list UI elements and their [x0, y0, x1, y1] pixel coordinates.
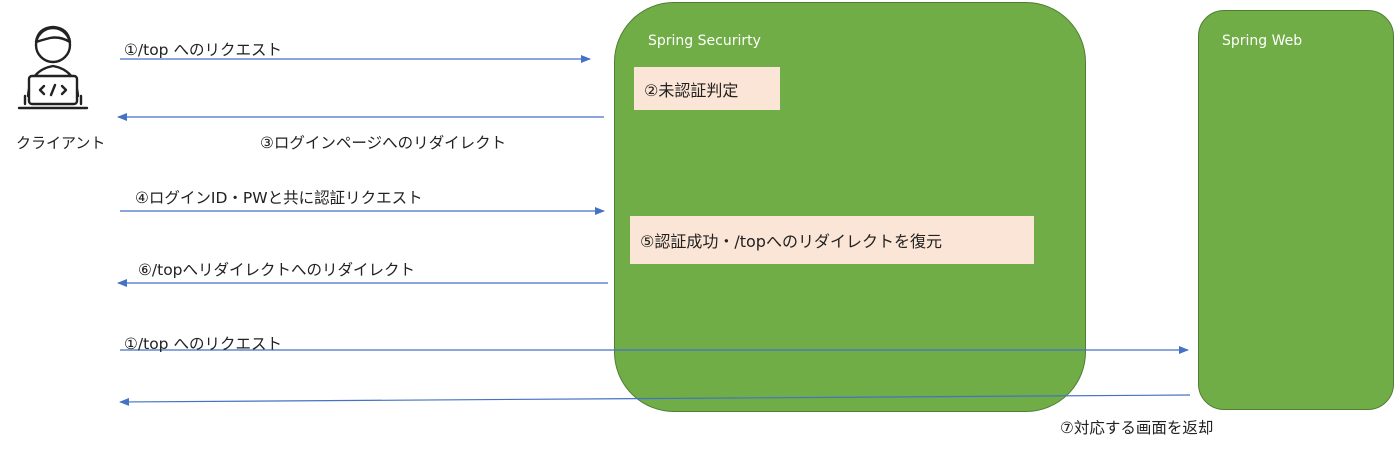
arrow-return-screen: [119, 394, 1191, 406]
label-auth-request: ④ログインID・PWと共に認証リクエスト: [135, 189, 423, 207]
spring-web-box: [1198, 10, 1394, 410]
label-request-top: ①/top へのリクエスト: [124, 41, 282, 59]
label-redirect-login: ③ログインページへのリダイレクト: [260, 134, 507, 152]
developer-laptop-icon: [17, 25, 89, 110]
note-unauthenticated-check: ②未認証判定: [634, 67, 780, 110]
label-return-screen: ⑦対応する画面を返却: [1060, 419, 1214, 437]
spring-web-title: Spring Web: [1222, 33, 1303, 49]
client-label: クライアント: [16, 134, 106, 152]
spring-security-title: Spring Securirty: [648, 33, 761, 49]
label-request-top-web: ①/top へのリクエスト: [124, 335, 282, 353]
note-auth-success: ⑤認証成功・/topへのリダイレクトを復元: [630, 216, 1034, 264]
label-redirect-top: ⑥/topへリダイレクトへのリダイレクト: [138, 261, 416, 279]
